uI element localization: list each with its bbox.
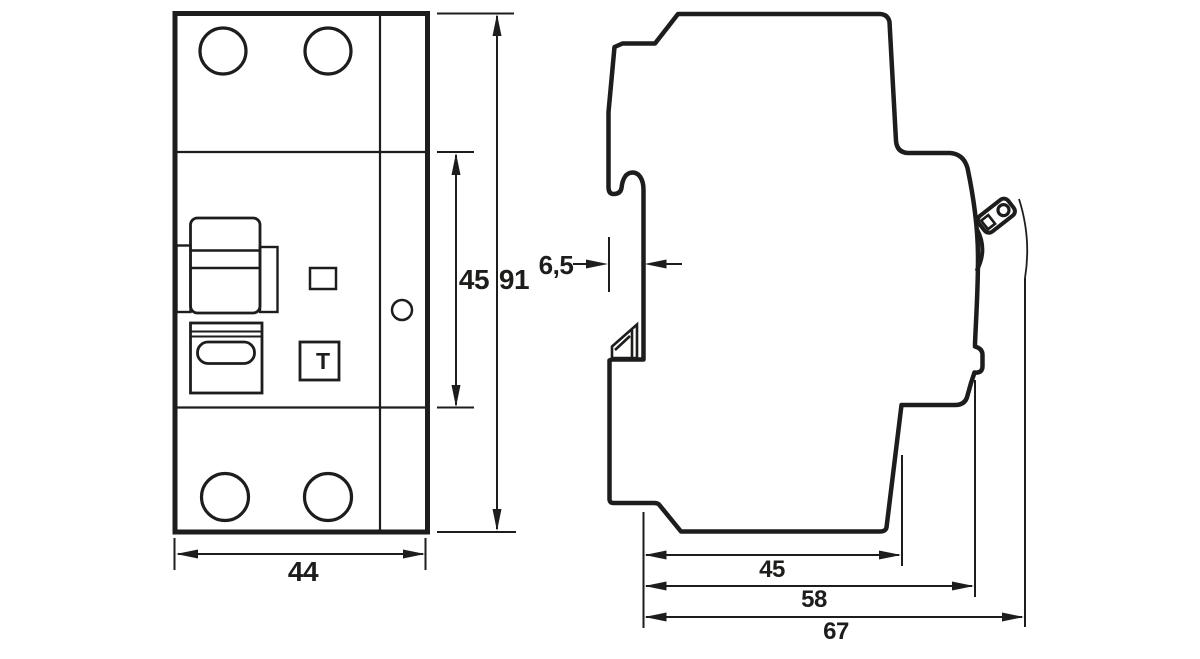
clip-wedge-outline bbox=[610, 321, 639, 360]
test-button-label: T bbox=[316, 348, 330, 374]
lever-swing-arc bbox=[1018, 198, 1029, 279]
terminal-screw-top-left bbox=[198, 26, 248, 76]
arrowhead-right bbox=[952, 581, 974, 591]
arrowhead-right bbox=[879, 550, 901, 560]
dim-label-rail-offset: 6,5 bbox=[539, 250, 574, 280]
terminal-screw-bottom-left bbox=[199, 471, 251, 523]
arrowhead-up bbox=[451, 153, 461, 175]
dim-label-front-width: 44 bbox=[288, 556, 319, 587]
toggle-recess-arc bbox=[974, 228, 985, 272]
dimension-front-module-height: 45 bbox=[437, 151, 490, 409]
lever-hole bbox=[996, 203, 1011, 218]
toggle-tab-right bbox=[258, 245, 279, 314]
arrowhead-down bbox=[492, 509, 502, 531]
toggle-tab-left bbox=[175, 244, 192, 314]
dimension-depth-total: 67 bbox=[644, 278, 1026, 645]
clip-wedge-inner-diagonal bbox=[614, 335, 631, 351]
toggle-switch-front bbox=[175, 216, 279, 315]
lever-body bbox=[975, 196, 1017, 235]
lever-base-slot bbox=[979, 213, 997, 232]
toggle-frame bbox=[189, 216, 262, 315]
arrowhead-left bbox=[644, 612, 667, 622]
indicator-window bbox=[308, 266, 338, 291]
side-dimensions: 6,5 45 58 67 bbox=[539, 237, 1026, 645]
dimension-front-total-height: 91 bbox=[437, 12, 530, 533]
label-window bbox=[196, 340, 256, 365]
din-clip-wedge bbox=[610, 321, 639, 360]
test-button-outline bbox=[298, 340, 341, 382]
label-plate-outline bbox=[189, 321, 264, 395]
arrowhead-left bbox=[644, 259, 667, 269]
terminal-screw-bottom-right bbox=[302, 471, 354, 523]
terminal-screw-top-right bbox=[303, 26, 353, 76]
front-housing-outline bbox=[172, 11, 430, 535]
test-button: T bbox=[298, 340, 341, 382]
toggle-lever-side bbox=[975, 196, 1017, 235]
arrowhead-left bbox=[176, 549, 198, 559]
dimension-depth-body: 58 bbox=[644, 380, 976, 613]
dim-label-front-module-height: 45 bbox=[459, 264, 489, 295]
dim-label-front-total-height: 91 bbox=[499, 264, 529, 295]
sealing-hole bbox=[390, 298, 414, 322]
dimension-rail-offset: 6,5 bbox=[539, 237, 682, 292]
arrowhead-right bbox=[586, 259, 608, 269]
arrowhead-right bbox=[403, 549, 425, 559]
arrowhead-right bbox=[1002, 612, 1024, 622]
dim-label-depth-to-rail: 45 bbox=[759, 556, 785, 583]
dim-label-depth-total: 67 bbox=[823, 618, 849, 645]
dimension-front-width: 44 bbox=[173, 538, 427, 587]
dimension-depth-to-rail: 45 bbox=[644, 455, 903, 583]
front-view: T bbox=[172, 11, 430, 535]
side-profile-outline bbox=[606, 11, 985, 534]
label-plate bbox=[189, 321, 264, 395]
front-dimensions: 44 45 91 bbox=[173, 12, 530, 587]
arrowhead-left bbox=[644, 581, 667, 591]
arrowhead-left bbox=[644, 550, 667, 560]
side-view bbox=[606, 11, 1029, 534]
arrowhead-up bbox=[492, 14, 502, 36]
dim-label-depth-body: 58 bbox=[801, 586, 827, 613]
arrowhead-down bbox=[451, 385, 461, 407]
